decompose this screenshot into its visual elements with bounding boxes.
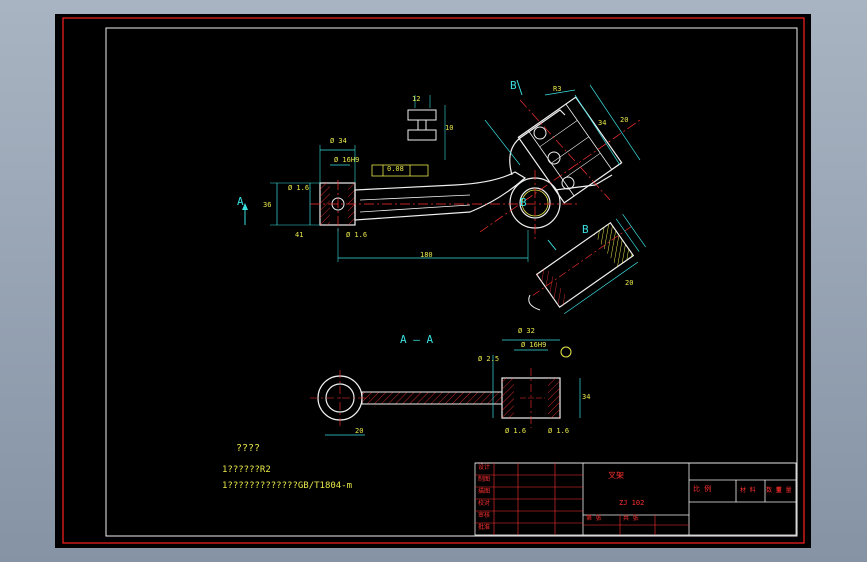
title-scale-label: 比 例: [693, 485, 712, 493]
section-aa-view: [310, 339, 581, 436]
title-weight-label: 重 量: [776, 487, 792, 494]
section-b-marker-bottom: B: [520, 196, 527, 209]
dim-d14: 0.08: [387, 165, 404, 173]
section-a-marker: A: [237, 195, 244, 208]
notes-heading: ????: [236, 443, 261, 454]
title-drawing-no: ZJ 102: [619, 499, 645, 507]
title-row-approve: 批准: [478, 524, 491, 531]
dim-d18: 20: [620, 116, 629, 124]
dim-d10: 34: [582, 393, 591, 401]
dim-d5: Ø 1.6: [346, 231, 368, 239]
title-part-name: 叉架: [608, 471, 624, 480]
title-row-check: 校对: [478, 500, 491, 507]
dim-d19: 20: [625, 279, 634, 287]
section-aa-title: A — A: [400, 333, 434, 346]
dim-d16: 10: [445, 124, 454, 132]
sheet-frame-inner: [105, 27, 798, 537]
dim-d3: Ø 1.6: [288, 184, 310, 192]
dim-d15: 12: [412, 95, 421, 103]
dim-d4: 41: [295, 231, 304, 239]
title-row-review: 审核: [478, 512, 491, 519]
section-b-marker-top: B: [510, 79, 517, 92]
dim-d20: R3: [553, 85, 562, 93]
section-b-marker-right: B: [582, 223, 589, 236]
model-space: [55, 14, 811, 548]
title-block-grid: [475, 463, 689, 535]
notes-line-2: 1?????????????GB/T1804-m: [222, 481, 353, 491]
sheet-border-outer: [62, 17, 805, 544]
title-total-label: 共 张: [623, 515, 639, 522]
dim-d11: 20: [355, 427, 364, 435]
title-row-draw: 制图: [478, 476, 491, 483]
title-sheet-label: 第 张: [586, 515, 602, 522]
title-material-label: 材 料: [740, 487, 756, 494]
detail-view-b: [528, 214, 646, 315]
title-row-design: 设计: [478, 464, 491, 471]
title-row-trace: 描图: [478, 488, 491, 495]
dim-d13: Ø 1.6: [548, 427, 570, 435]
dim-d17: 34: [598, 119, 607, 127]
dim-d9: Ø 2.5: [478, 355, 500, 363]
title-qty-label: 数 量: [766, 487, 782, 494]
dim-d7: Ø 32: [518, 327, 535, 335]
dim-d1: Ø 34: [330, 137, 347, 145]
dim-d12: Ø 1.6: [505, 427, 527, 435]
notes-line-1: 1??????R2: [222, 465, 271, 475]
main-view: [242, 79, 641, 262]
dim-length-main: 180: [420, 251, 433, 259]
dim-d8: Ø 16H9: [521, 341, 547, 349]
dim-d2: Ø 16H9: [334, 156, 360, 164]
dim-d6: 36: [263, 201, 272, 209]
